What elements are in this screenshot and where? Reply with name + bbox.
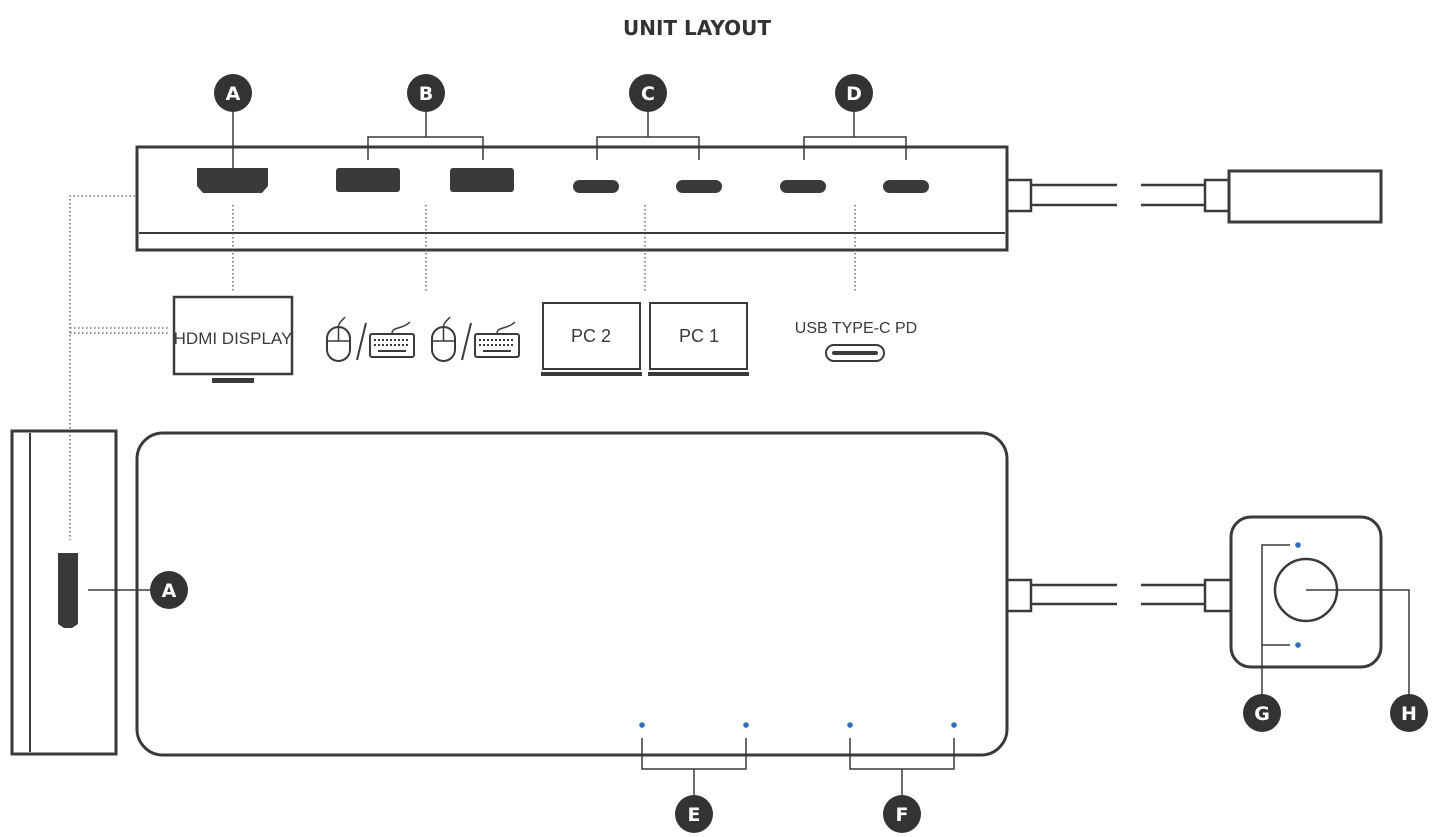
badge-a-side-text: A: [162, 580, 177, 602]
badge-e-text: E: [688, 804, 701, 826]
pc1-label: PC 1: [679, 326, 719, 346]
hdmi-display-label: HDMI DISPLAY: [174, 329, 293, 348]
laptop-icon-pc1: PC 1: [648, 302, 749, 376]
switch-body: [1229, 515, 1383, 669]
cable-strain-relief-switch: [1203, 578, 1233, 613]
usb-c-port-pd-1: [780, 180, 826, 193]
keyboard-icon: [369, 321, 415, 358]
cable-strain-relief-hub: [1005, 178, 1033, 213]
monitor-icon: HDMI DISPLAY: [172, 295, 294, 383]
badge-f: [883, 795, 921, 833]
led-indicator: [1295, 542, 1301, 548]
led-indicator: [743, 722, 749, 728]
led-indicator: [847, 722, 853, 728]
hub-side-view: A: [10, 429, 188, 756]
led-indicator: [1295, 642, 1301, 648]
cable-strain-relief-hub: [1005, 578, 1033, 613]
badge-c-text: C: [641, 83, 655, 105]
badge-h-text: H: [1401, 703, 1417, 725]
pc2-label: PC 2: [571, 326, 611, 346]
mouse-icon: [326, 316, 351, 362]
usb-c-port-pd-2: [883, 180, 929, 193]
keyboard-icon: [474, 321, 520, 358]
badge-b: [407, 74, 445, 112]
top-callouts: A B C D: [214, 74, 907, 168]
peripheral-icons: [326, 316, 520, 362]
badge-h: [1390, 694, 1428, 732]
badge-e: [675, 795, 713, 833]
hub-bottom-view: E F: [135, 431, 1233, 833]
hub-body-top: [135, 145, 1009, 252]
usb-c-pd-label: USB TYPE-C PD: [795, 320, 917, 337]
cable-strain-relief-plug: [1203, 178, 1231, 213]
badge-a-top-text: A: [226, 83, 241, 105]
usb-c-port-pc2: [573, 180, 619, 193]
slash-separator: [461, 322, 472, 361]
diagram-title: UNIT LAYOUT: [623, 16, 771, 40]
badge-a-side: [150, 571, 188, 609]
device-connector-lines: [69, 195, 856, 540]
usb-a-port-2: [450, 168, 514, 192]
usb-c-port-pc1: [676, 180, 722, 193]
mouse-icon: [431, 316, 456, 362]
badge-c: [629, 74, 667, 112]
usb-c-pd-icon: USB TYPE-C PD: [795, 320, 917, 362]
led-indicator: [951, 722, 957, 728]
hdmi-port-side: [58, 553, 78, 628]
badge-d: [835, 74, 873, 112]
badge-g: [1243, 694, 1281, 732]
slash-separator: [356, 322, 367, 361]
remote-switch: G H: [1229, 515, 1428, 732]
badge-f-text: F: [896, 804, 909, 826]
hub-body-bottom: [135, 431, 1009, 757]
badge-d-text: D: [846, 83, 862, 105]
usb-a-port-1: [336, 168, 400, 192]
hub-top-view: [135, 145, 1383, 252]
badge-a-top: [214, 74, 252, 112]
led-indicator: [639, 722, 645, 728]
laptop-icon-pc2: PC 2: [541, 302, 642, 376]
hdmi-port: [197, 168, 268, 193]
badge-g-text: G: [1254, 703, 1270, 725]
usb-c-port-icon: [825, 344, 885, 362]
usb-c-plug: [1227, 169, 1383, 224]
badge-b-text: B: [419, 83, 433, 105]
